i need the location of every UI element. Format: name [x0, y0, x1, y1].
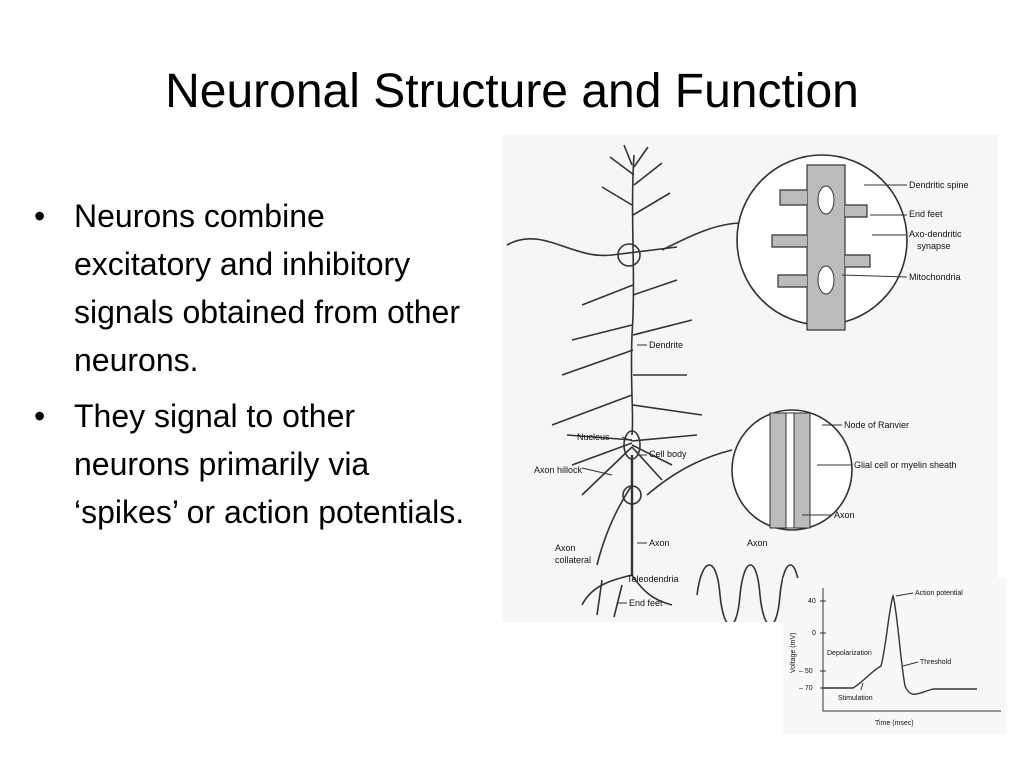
- label-time: Time (msec): [875, 720, 914, 727]
- label-depolarization: Depolarization: [827, 650, 872, 657]
- bullet-text: Neurons combine excitatory and inhibitor…: [74, 198, 460, 378]
- label-axon-collateral-2: collateral: [555, 555, 591, 565]
- label-end-feet-bottom: End feet: [629, 598, 663, 608]
- label-nucleus: Nucleus: [577, 432, 610, 442]
- label-synapse: synapse: [917, 241, 951, 251]
- slide-title: Neuronal Structure and Function: [165, 65, 859, 118]
- label-cell-body: Cell body: [649, 449, 687, 459]
- bullet-item: • They signal to other neurons primarily…: [30, 392, 470, 536]
- bullet-item: • Neurons combine excitatory and inhibit…: [30, 192, 470, 384]
- label-axon-inset: Axon: [834, 510, 855, 520]
- label-stimulation: Stimulation: [838, 695, 873, 702]
- bullet-text: They signal to other neurons primarily v…: [74, 398, 465, 530]
- label-end-feet-top: End feet: [909, 209, 943, 219]
- label-axo-dendritic: Axo-dendritic: [909, 229, 962, 239]
- label-voltage: Voltage (mV): [790, 633, 797, 673]
- label-threshold: Threshold: [920, 659, 951, 666]
- action-potential-drawing: Action potential Threshold Depolarizatio…: [790, 588, 1001, 727]
- label-mitochondria: Mitochondria: [909, 272, 961, 282]
- label-dendrite: Dendrite: [649, 340, 683, 350]
- action-potential-diagram: Action potential Threshold Depolarizatio…: [783, 578, 1007, 734]
- neuron-drawing: Dendritic spine End feet Axo-dendritic s…: [506, 144, 969, 626]
- label-axon-right: Axon: [747, 538, 768, 548]
- tick-minus-70: – 70: [799, 685, 813, 692]
- label-axon-collateral-1: Axon: [555, 543, 576, 553]
- label-action-potential: Action potential: [915, 590, 963, 597]
- tick-0: 0: [812, 630, 816, 637]
- bullet-marker: •: [34, 198, 46, 234]
- bullet-marker: •: [34, 398, 46, 434]
- bullet-list: • Neurons combine excitatory and inhibit…: [30, 192, 470, 544]
- neuron-diagram: Dendritic spine End feet Axo-dendritic s…: [502, 135, 998, 626]
- label-teleodendria: Teleodendria: [627, 574, 679, 584]
- label-axon-hillock: Axon hillock: [534, 465, 583, 475]
- label-glial-cell: Glial cell or myelin sheath: [854, 460, 957, 470]
- label-node-of-ranvier: Node of Ranvier: [844, 420, 909, 430]
- label-axon-mid: Axon: [649, 538, 670, 548]
- tick-40: 40: [808, 598, 816, 605]
- label-dendritic-spine: Dendritic spine: [909, 180, 969, 190]
- tick-minus-50: – 50: [799, 668, 813, 675]
